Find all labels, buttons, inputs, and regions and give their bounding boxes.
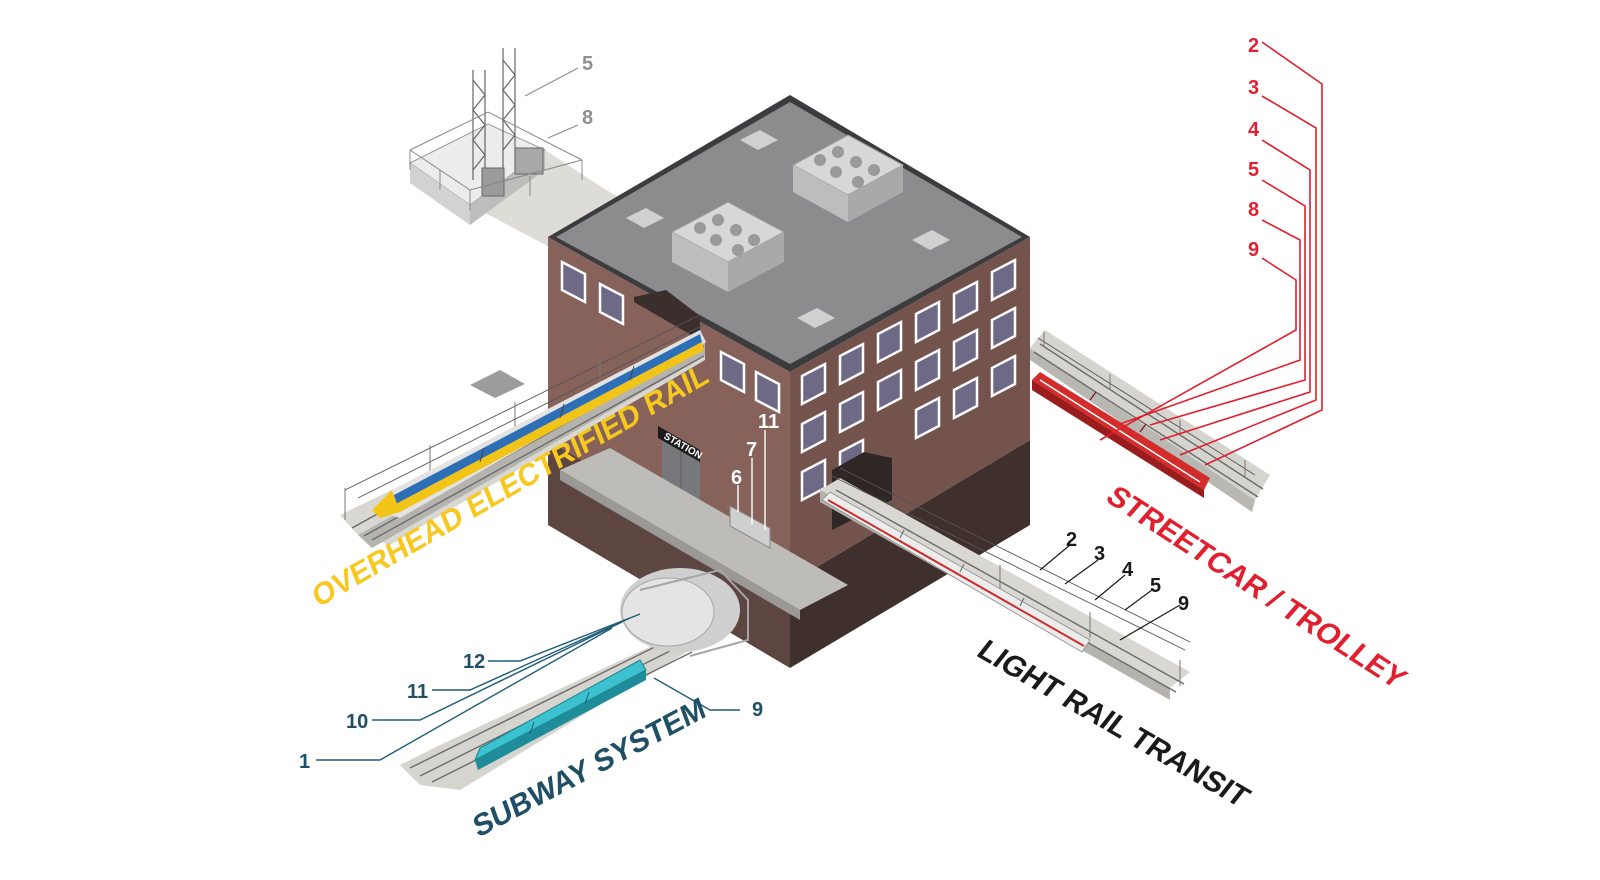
- left-wall-windows: [560, 259, 781, 415]
- light-rail-callout-3: 3: [1094, 543, 1105, 565]
- building-left-wall: [548, 237, 790, 583]
- subway-callout-12: 12: [463, 651, 485, 673]
- transformer: [481, 167, 505, 197]
- subway-callout-9: 9: [752, 699, 763, 721]
- subway-train: [474, 659, 647, 770]
- station-callout-7: 7: [746, 439, 757, 461]
- light-rail-train: [821, 491, 1091, 653]
- subway-callout-11: 11: [407, 681, 428, 703]
- substation-tower-left: [472, 70, 486, 180]
- light-rail-callout-5: 5: [1150, 575, 1161, 597]
- streetcar-callout-9: 9: [1248, 239, 1259, 261]
- streetcar-vehicle: [1032, 372, 1210, 498]
- light-rail-callout-2: 2: [1066, 529, 1077, 551]
- roof-hvac-units: [626, 130, 950, 328]
- right-wall-windows: [800, 257, 1017, 530]
- subway-tunnel: [400, 568, 749, 790]
- overhead-train: [372, 330, 706, 518]
- substation-callout-8: 8: [582, 107, 593, 129]
- streetcar-callout-4: 4: [1248, 119, 1260, 141]
- streetcar-callout-5: 5: [1248, 159, 1259, 181]
- streetcar-callout-2: 2: [1248, 35, 1259, 57]
- station-callout-6: 6: [731, 467, 742, 489]
- substation-callout-5: 5: [582, 53, 593, 75]
- light-rail-callouts: 2 3 4 5 9: [1039, 529, 1189, 641]
- light-rail-callout-4: 4: [1122, 559, 1134, 581]
- station-sign: [658, 426, 700, 462]
- station-platform: [560, 448, 848, 620]
- streetcar-callout-3: 3: [1248, 77, 1259, 99]
- foundation-right: [790, 440, 1030, 668]
- subway-label: SUBWAY SYSTEM: [469, 691, 710, 844]
- light-rail-callout-9: 9: [1178, 593, 1189, 615]
- subway-callout-10: 10: [346, 711, 368, 733]
- subway-callout-1: 1: [299, 751, 310, 773]
- switchgear-box: [514, 147, 544, 175]
- streetcar-callout-8: 8: [1248, 199, 1259, 221]
- streetcar-callouts: 2 3 4 5 8 9: [1099, 35, 1323, 466]
- substation-fence: [409, 111, 583, 210]
- streetcar-track: [1030, 330, 1270, 512]
- station-callout-11: 11: [758, 411, 779, 433]
- subway-callouts: 12 11 10 1 9: [299, 613, 763, 773]
- station-callouts: 11 7 6: [731, 411, 779, 530]
